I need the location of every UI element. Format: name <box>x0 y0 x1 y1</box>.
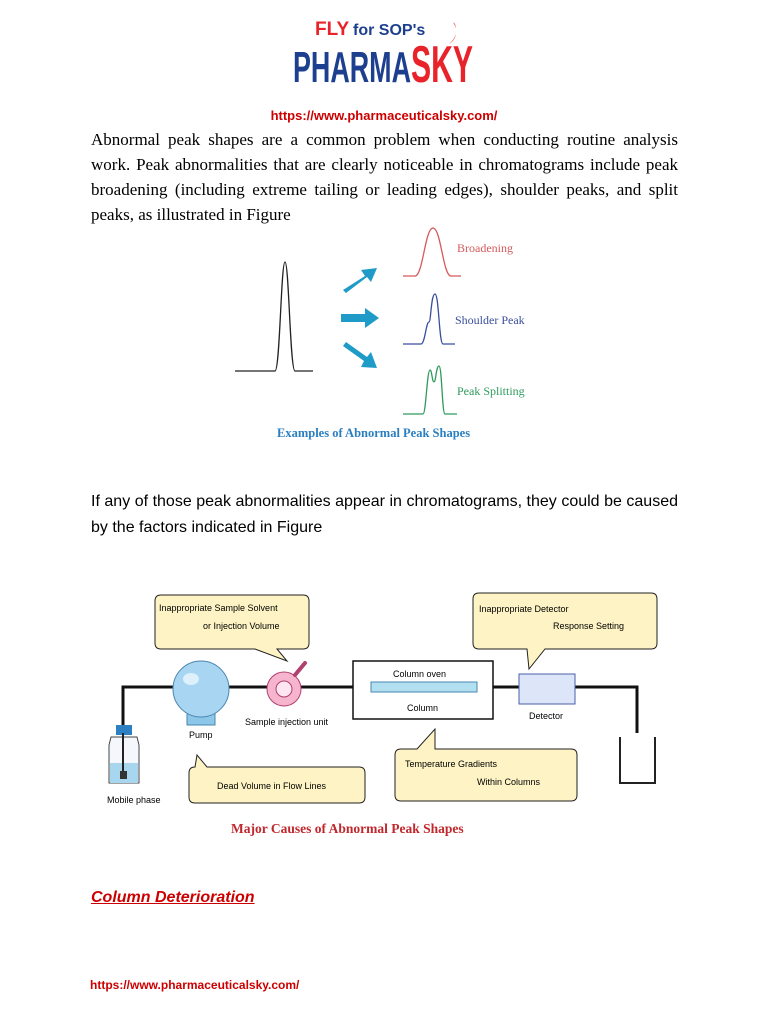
broadening-label: Broadening <box>457 241 513 255</box>
arrow-up-icon <box>343 268 377 293</box>
callout-detector <box>472 592 658 671</box>
column-label: Column <box>407 703 438 713</box>
pump-label: Pump <box>189 730 213 740</box>
callout-solvent <box>154 594 310 663</box>
peak-shapes-figure: Broadening Shoulder Peak Peak Splitting … <box>235 227 525 440</box>
logo-name-accent: SKY <box>411 36 473 94</box>
pump-icon <box>172 660 230 726</box>
logo-name-main: PHARMA <box>293 43 411 92</box>
arrow-down-icon <box>343 342 377 368</box>
causes-paragraph: If any of those peak abnormalities appea… <box>91 493 678 536</box>
callout-temperature-line1: Temperature Gradients <box>405 759 498 769</box>
logo-fly-text: FLY <box>315 19 349 40</box>
injection-unit-icon <box>266 661 307 707</box>
figure2-caption: Major Causes of Abnormal Peak Shapes <box>231 821 464 836</box>
logo-swoosh <box>449 22 457 44</box>
callout-deadvolume <box>188 753 366 804</box>
callout-temperature <box>394 727 578 802</box>
normal-peak <box>235 261 313 372</box>
splitting-peak <box>403 365 457 415</box>
intro-paragraph: Abnormal peak shapes are a common proble… <box>91 130 678 224</box>
footer-url[interactable]: https://www.pharmaceuticalsky.com/ <box>90 978 300 992</box>
arrow-right-icon <box>341 308 379 328</box>
hplc-system-diagram: Mobile phase Pump Sample injection unit … <box>107 592 658 836</box>
callout-detector-line2: Response Setting <box>553 621 624 631</box>
splitting-label: Peak Splitting <box>457 384 525 398</box>
broadening-peak <box>403 227 461 277</box>
callout-solvent-line1: Inappropriate Sample Solvent <box>159 603 278 613</box>
injection-label: Sample injection unit <box>245 717 329 727</box>
column-oven-label: Column oven <box>393 669 446 679</box>
section-title: Column Deterioration <box>91 889 255 906</box>
figure1-caption: Examples of Abnormal Peak Shapes <box>277 426 470 440</box>
shoulder-peak <box>403 293 455 345</box>
callout-temperature-line2: Within Columns <box>477 777 541 787</box>
detector-box <box>518 673 576 705</box>
callout-solvent-line2: or Injection Volume <box>203 621 280 631</box>
logo-tagline-text: for SOP's <box>353 22 425 39</box>
mobile-phase-label: Mobile phase <box>107 795 161 805</box>
pharmasky-logo: FLY for SOP's PHARMA SKY <box>293 19 473 94</box>
mobile-phase-bottle <box>108 725 140 784</box>
callout-deadvolume-text: Dead Volume in Flow Lines <box>217 781 327 791</box>
header-url[interactable]: https://www.pharmaceuticalsky.com/ <box>270 108 498 123</box>
shoulder-label: Shoulder Peak <box>455 313 525 327</box>
detector-label: Detector <box>529 711 563 721</box>
callout-detector-line1: Inappropriate Detector <box>479 604 569 614</box>
waste-container <box>619 737 656 784</box>
column-tube <box>370 681 478 693</box>
